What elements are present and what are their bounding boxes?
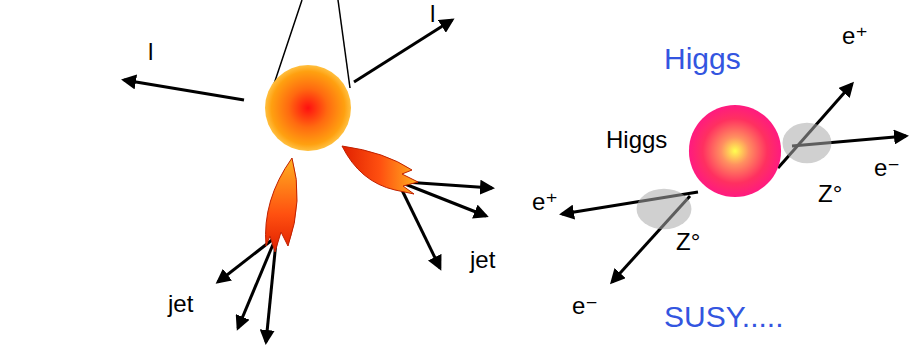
particle-label: e⁺ [842, 24, 868, 48]
higgs-ball [688, 104, 782, 198]
section-title: SUSY..... [664, 302, 784, 332]
z-blob [782, 122, 832, 164]
lepton-label: l [148, 40, 153, 64]
particle-label: e⁺ [532, 190, 558, 214]
node-label: Z° [676, 230, 700, 254]
jet-arrow [405, 184, 486, 216]
lepton-label: l [430, 2, 435, 26]
particle-label: e⁻ [874, 156, 900, 180]
jet-arrow [400, 186, 440, 268]
jet-label: jet [470, 248, 495, 272]
particle-label: e⁻ [572, 294, 598, 318]
jet-arrow [405, 182, 492, 188]
higgs-boson: Higgs [688, 104, 782, 198]
jet-label: jet [168, 292, 193, 316]
lepton-arrow [124, 80, 244, 100]
node-label: Higgs [606, 128, 667, 152]
collision-sphere [265, 65, 351, 151]
jet-arrow [266, 242, 276, 342]
electron-arrow [778, 84, 852, 168]
z-boson: Z° [636, 188, 692, 230]
node-label: Z° [818, 182, 842, 206]
jet-flame [266, 158, 298, 252]
cone-line [338, 0, 350, 88]
lepton-arrow [354, 20, 452, 82]
z-boson: Z° [782, 122, 832, 164]
jet-flame [342, 146, 418, 194]
section-title: Higgs [664, 44, 741, 74]
jet-arrow [218, 240, 272, 282]
z-blob [636, 188, 692, 230]
